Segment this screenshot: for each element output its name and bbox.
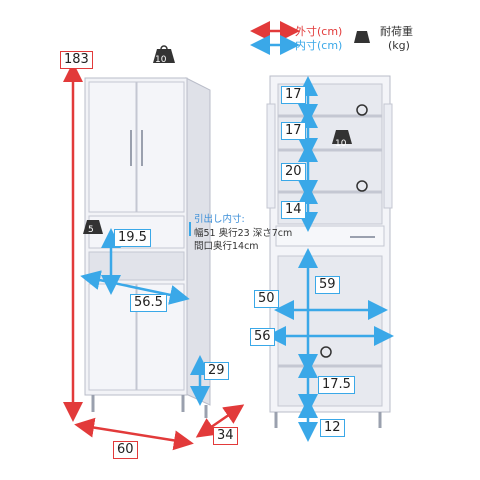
shelf-load-label: 10	[335, 139, 347, 149]
weight-icon	[153, 45, 175, 63]
legend-outer: 外寸(cm)	[295, 25, 343, 38]
leg-clearance-label: 12	[320, 419, 345, 437]
weight-icon	[83, 220, 103, 234]
shelf-4-label: 14	[281, 201, 306, 219]
drawer-note-line2: 幅51 奥行23 深さ7cm	[194, 228, 293, 239]
legend-inner: 内寸(cm)	[295, 39, 343, 52]
lower-shelf-label: 17.5	[318, 376, 355, 394]
top-load-label: 10	[155, 55, 167, 65]
shelf-3-label: 20	[281, 163, 306, 181]
inner-width-top-label: 50	[254, 290, 279, 308]
height-label: 183	[60, 51, 93, 69]
drawer-note-line3: 間口奥行14cm	[194, 241, 259, 252]
shelf-1-label: 17	[281, 86, 306, 104]
lower-height-label: 59	[315, 276, 340, 294]
shelf-2-label: 17	[281, 122, 306, 140]
inner-width-bottom-label: 56	[250, 328, 275, 346]
open-width-label: 56.5	[130, 294, 167, 312]
depth-label: 34	[213, 427, 238, 445]
front-cabinet	[84, 77, 211, 418]
legend-load-unit: (kg)	[388, 39, 410, 52]
weight-icon	[332, 130, 352, 144]
width-label: 60	[113, 441, 138, 459]
leg-height-label: 29	[204, 362, 229, 380]
drawer-load-label: 5	[88, 225, 94, 235]
legend-load-title: 耐荷重	[380, 25, 413, 38]
drawer-note-line1: 引出し内寸:	[194, 214, 245, 225]
drawer-height-label: 19.5	[114, 229, 151, 247]
